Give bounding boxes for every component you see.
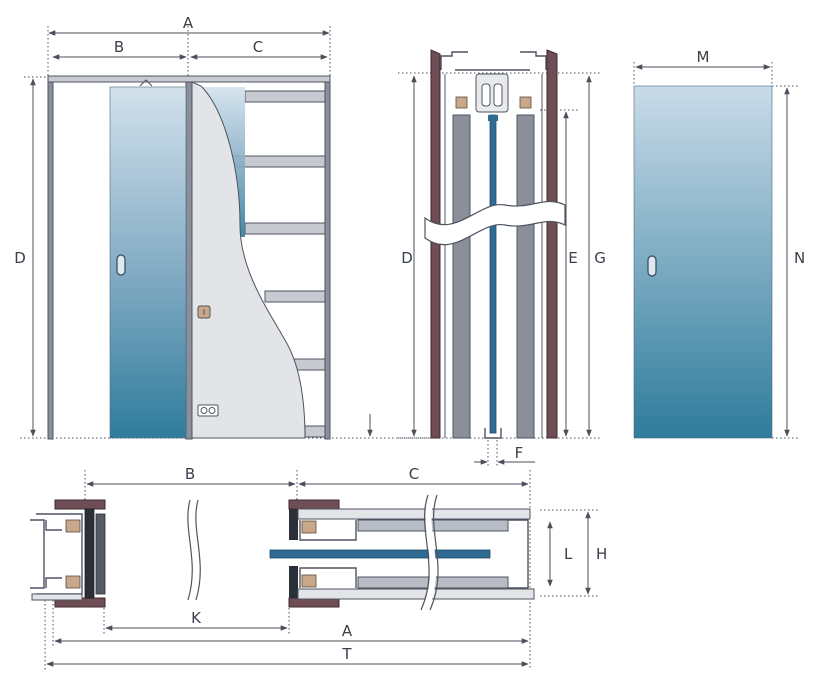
dimension-a-label: A [183, 14, 194, 32]
steel-profile-left-inner [30, 519, 45, 589]
glass-door-edge [489, 114, 497, 434]
stud-left [452, 114, 471, 439]
dimension-c-label: C [253, 38, 263, 56]
jamb-left [430, 49, 441, 439]
dimension-h-label: H [596, 545, 607, 563]
dimension-c-plan-label: C [409, 465, 419, 483]
wood-block [65, 519, 81, 533]
floor-guide [484, 428, 502, 439]
stud-right [516, 114, 535, 439]
bracket [45, 577, 62, 588]
jamb-post-left [84, 508, 95, 599]
jamb-cap-top-right [288, 499, 340, 510]
cross-rail [244, 90, 326, 103]
dimension-e-label: E [568, 249, 577, 267]
break-line [420, 494, 430, 611]
dimension-l-label: L [564, 545, 573, 563]
plaster-top-right [297, 508, 531, 520]
dimension-f-label: F [515, 444, 524, 462]
break-line [429, 494, 439, 611]
dimension-n-label: N [794, 249, 805, 267]
front-elevation: A B C D [14, 14, 430, 440]
jamb-post-left-inner [95, 513, 106, 595]
dimension-d-label: D [14, 249, 26, 267]
plasterboard-cutaway [191, 81, 306, 439]
top-profile [440, 51, 547, 70]
wood-block [301, 574, 317, 588]
door-leaf-view: M N [633, 48, 805, 439]
break-gap [422, 494, 437, 612]
break-line [195, 499, 201, 601]
dimension-m-label: M [697, 48, 710, 66]
cross-rail [244, 222, 326, 235]
top-rail [47, 75, 331, 83]
wood-block [301, 520, 317, 534]
wood-block [455, 96, 468, 109]
steel-profile-end [508, 519, 529, 589]
jamb-post-right-bottom [289, 566, 298, 598]
recessed-handle-icon [647, 255, 657, 277]
dimension-t-label: T [341, 645, 352, 663]
roller [481, 83, 491, 107]
jamb-right [546, 49, 558, 439]
wood-block [519, 96, 532, 109]
dimension-g-label: G [594, 249, 606, 267]
dimension-b-label: B [114, 38, 124, 56]
dimension-b-plan-label: B [185, 465, 195, 483]
bracket [45, 520, 62, 531]
socket-hole [200, 407, 208, 414]
break-line [187, 499, 193, 601]
plaster-left-bottom [31, 593, 83, 601]
wood-block [65, 575, 81, 589]
door-top-clamp [488, 115, 498, 121]
plaster-bottom-right [297, 588, 535, 600]
cross-rail [304, 425, 326, 438]
hanger-icon [139, 79, 153, 87]
track-rail [475, 73, 509, 113]
door-panel-plan [269, 549, 491, 559]
dimension-k-label: K [191, 609, 202, 627]
dimension-a-plan-label: A [342, 622, 353, 640]
plan-view: B C K A T L H [30, 465, 607, 670]
stud-top [357, 519, 509, 532]
cross-rail [264, 290, 326, 303]
jamb-post-right-top [289, 509, 298, 540]
jamb-cap-top-left [54, 499, 106, 510]
glass-door-leaf [633, 85, 773, 439]
roller [493, 83, 503, 107]
left-jamb [47, 81, 54, 440]
right-post [324, 81, 331, 440]
center-post [185, 81, 193, 440]
socket-hole [208, 407, 216, 414]
dimension-d-side-label: D [401, 249, 413, 267]
side-section: D E G F [398, 49, 606, 468]
recessed-handle-icon [116, 254, 126, 276]
steel-profile-right-top [299, 520, 357, 541]
break-line [424, 200, 566, 246]
steel-profile-right-bottom [299, 567, 357, 588]
